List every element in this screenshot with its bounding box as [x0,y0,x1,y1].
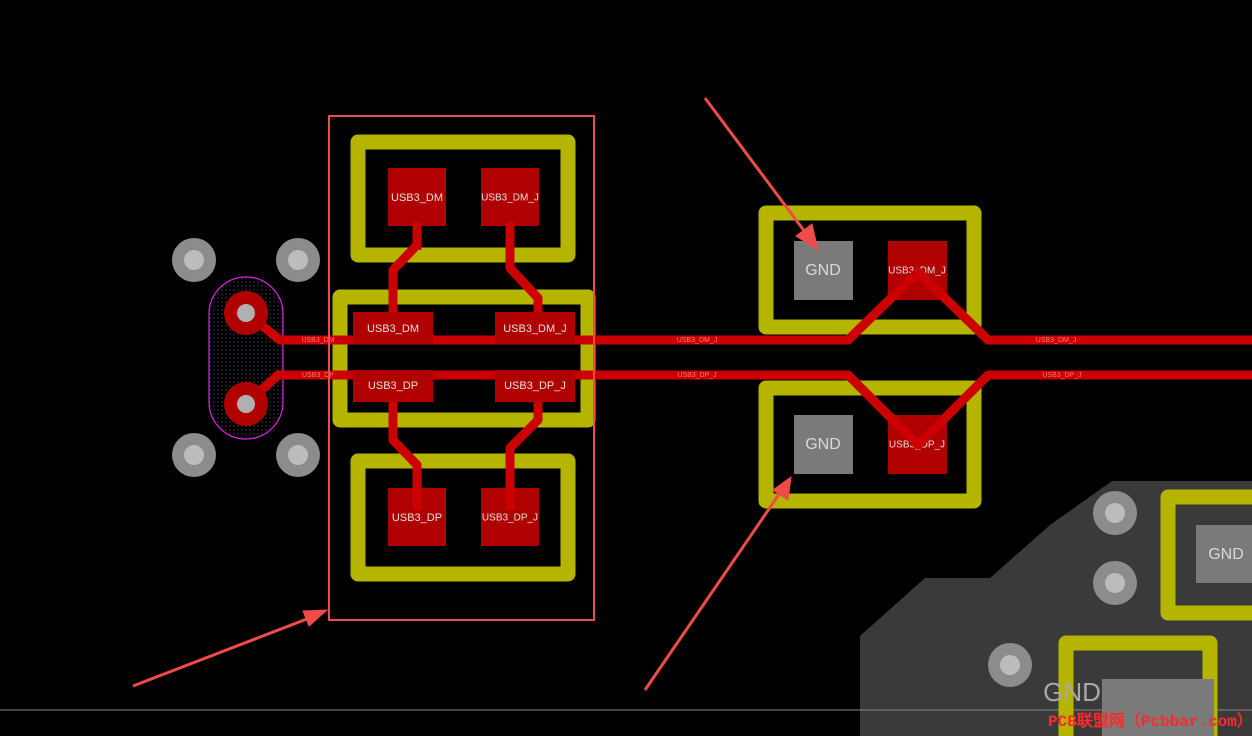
traces-over-pads [412,222,992,510]
via-hole [1105,573,1125,593]
silkscreen-right [758,205,982,509]
pad-label: GND [1043,677,1101,707]
via-hole [184,445,204,465]
trace-dm-diamond [844,267,992,344]
silkscreen-top-tvs [350,134,576,263]
copper-pour [860,481,1252,736]
silkscreen-connector [332,289,596,428]
pad-label: GND [805,262,841,279]
pad-label: USB3_DM [391,192,443,204]
pad-label: USB3_DP_J [504,380,566,392]
trace-label: USB3_DP_J [677,372,716,379]
pad-label: USB3_DP [368,380,418,392]
connector-pin-hole [237,304,255,322]
connector-pin-hole [237,395,255,413]
via-hole [1000,655,1020,675]
pad-tvs-top-dm[interactable] [388,168,446,226]
pad-label: GND [805,436,841,453]
pad-conn-dm[interactable] [353,312,433,344]
silkscreen-left [332,134,596,582]
pad-label: USB3_DP_J [482,513,538,524]
pad-label: USB3_DM [367,323,419,335]
trace-label: USB3_DP [302,372,334,379]
arrow-to-highlight-box [132,615,313,688]
pad-conn-dp[interactable] [353,370,433,402]
trace-label: USB3_DM_J [677,337,717,344]
pad-label: USB3_DM_J [481,193,539,204]
trace-label: USB3_DM_J [1036,337,1076,344]
via-hole [288,250,308,270]
arrow-head [772,475,792,501]
trace-dp-diamond [844,371,992,450]
annotation-arrows [132,97,819,691]
silkscreen-bottom-tvs [350,453,576,582]
via-hole [184,250,204,270]
silkscreen-right-top [758,205,982,335]
silkscreen-right-bottom [758,380,982,509]
pad-label: USB3_DP [392,512,442,524]
pad-corner-gnd-2[interactable] [1102,679,1214,736]
via-hole [288,445,308,465]
corner-components: GND GND [988,489,1252,736]
pads-left: USB3_DM USB3_DM_J USB3_DM USB3_DM_J USB3… [353,168,575,546]
arrow-head [302,609,329,627]
trace-net-labels: USB3_DM USB3_DP USB3_DM_J USB3_DP_J USB3… [301,337,1081,379]
arrow-head [795,223,819,252]
pad-right-bot-gnd[interactable] [794,415,853,474]
trace-label: USB3_DM [301,337,334,344]
watermark: PCB联盟网（Pcbbar.com） [1048,712,1252,731]
arrow-to-bottom-gnd [643,489,784,691]
pad-conn-dm-j[interactable] [495,312,575,344]
pad-tvs-top-dm-j[interactable] [481,168,539,226]
pad-label: USB3_DM_J [503,323,567,335]
pad-label: GND [1208,546,1244,563]
pad-conn-dp-j[interactable] [495,370,575,402]
trace-label: USB3_DP_J [1042,372,1081,379]
highlight-box[interactable] [328,115,595,621]
pad-corner-gnd-1[interactable] [1196,525,1252,583]
silkscreen-corner-1 [1160,489,1252,621]
arrow-to-top-gnd [703,97,810,237]
pad-right-top-gnd[interactable] [794,241,853,300]
mounting-vias [172,238,320,477]
via-hole [1105,503,1125,523]
